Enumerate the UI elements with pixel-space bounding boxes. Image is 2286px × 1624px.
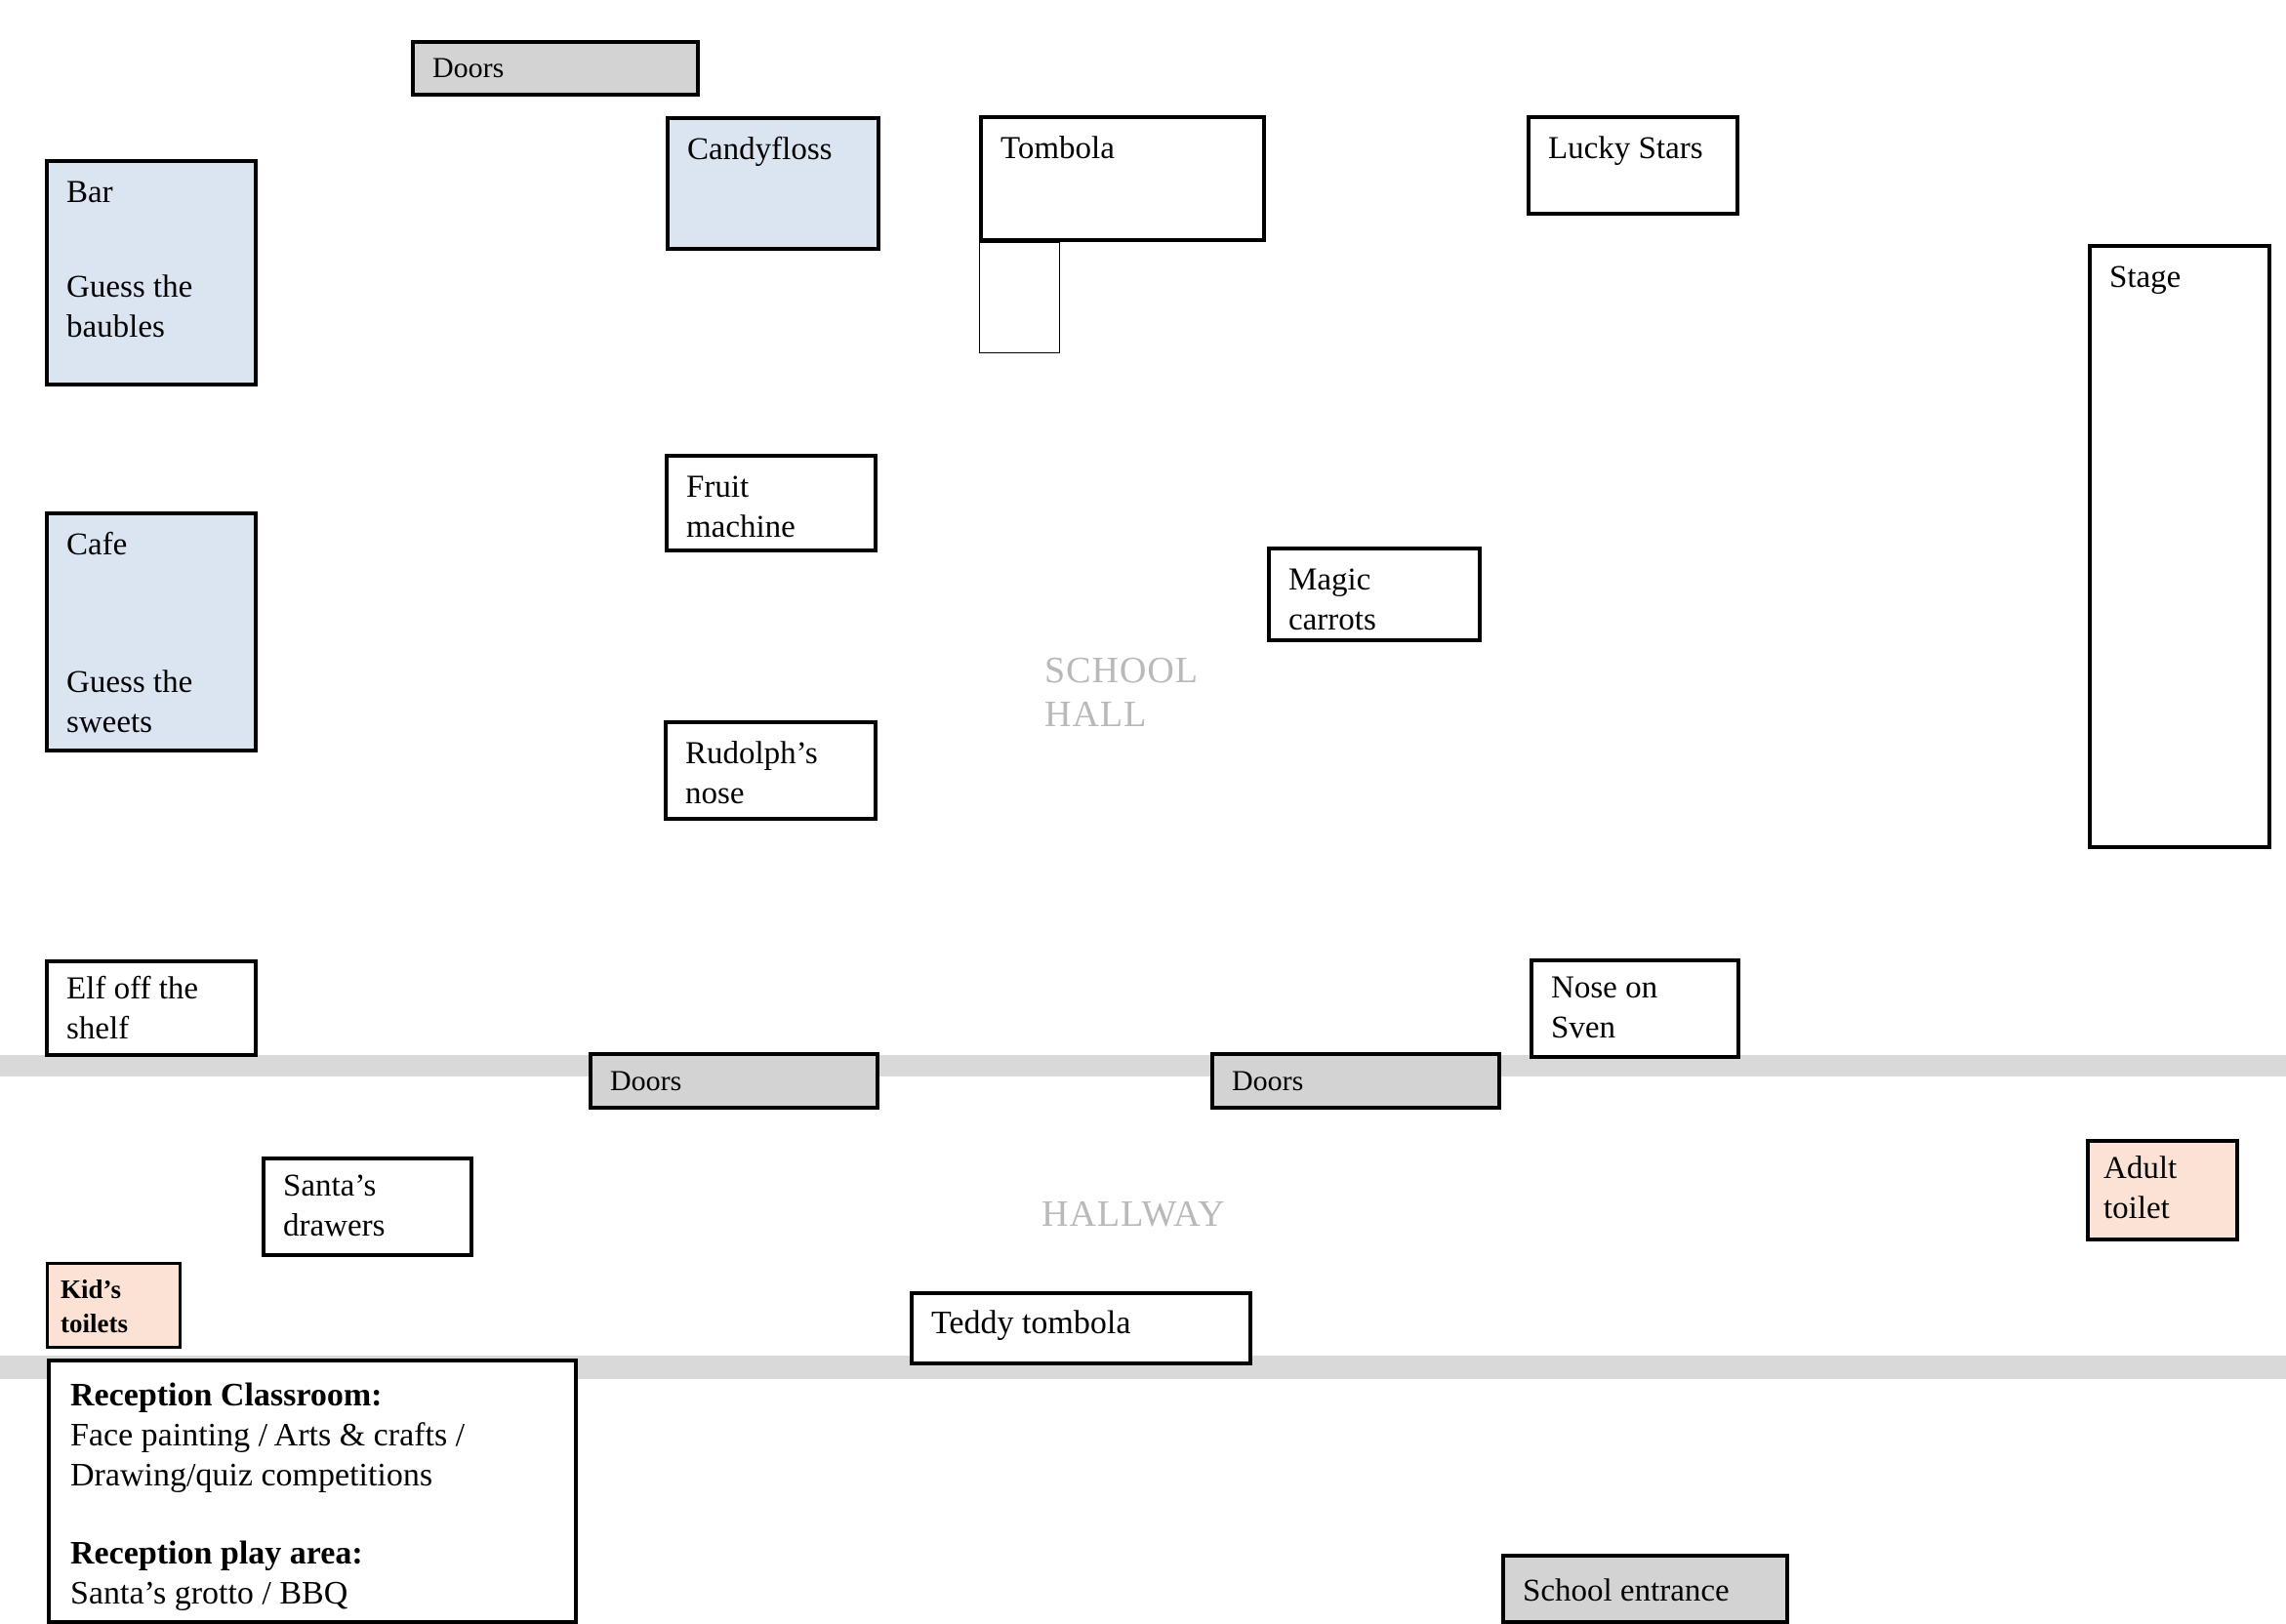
hall-hallway-divider-band [0,1055,2286,1076]
fruit-machine-stall-box: Fruit machine [665,454,878,552]
reception-classroom-activities-line2: Drawing/quiz competitions [70,1456,433,1493]
bar-label: Bar [66,175,113,210]
rudolphs-nose-stall-box: Rudolph’s nose [664,720,878,821]
hallway-zone-label: HALLWAY [1041,1194,1226,1235]
adult-toilet-box: Adult toilet [2086,1139,2239,1241]
reception-classroom-box: Reception Classroom: Face painting / Art… [47,1359,578,1624]
teddy-tombola-stall-box: Teddy tombola [910,1291,1252,1365]
kids-toilets-box: Kid’s toilets [46,1262,182,1349]
reception-play-area-activities: Santa’s grotto / BBQ [70,1575,348,1612]
doors-hall-left-box: Doors [589,1052,879,1110]
school-entrance-box: School entrance [1501,1554,1789,1624]
magic-carrots-stall-box: Magic carrots [1267,547,1482,642]
doors-top-box: Doors [411,40,700,97]
school-hall-line1: SCHOOL [1044,650,1200,691]
candyfloss-stall-box: Candyfloss [666,116,880,251]
cafe-label: Cafe [66,527,128,562]
tombola-side-table-box [979,242,1060,353]
reception-classroom-activities-line1: Face painting / Arts & crafts / [70,1416,466,1453]
school-hall-line2: HALL [1044,693,1148,735]
nose-on-sven-stall-box: Nose on Sven [1530,958,1740,1059]
guess-the-sweets-label: Guess the sweets [66,664,193,740]
tombola-stall-box: Tombola [979,115,1266,242]
santas-drawers-stall-box: Santa’s drawers [262,1157,473,1257]
elf-off-the-shelf-stall-box: Elf off the shelf [45,959,258,1057]
reception-play-area-heading: Reception play area: [70,1535,363,1572]
reception-spacer [70,1495,558,1534]
stage-box: Stage [2088,244,2271,849]
reception-classroom-heading: Reception Classroom: [70,1377,383,1413]
bar-stall-box: Bar Guess the baubles [45,159,258,386]
lucky-stars-stall-box: Lucky Stars [1527,115,1739,216]
cafe-stall-box: Cafe Guess the sweets [45,511,258,752]
guess-the-baubles-label: Guess the baubles [66,268,193,345]
doors-hall-right-box: Doors [1210,1052,1501,1110]
